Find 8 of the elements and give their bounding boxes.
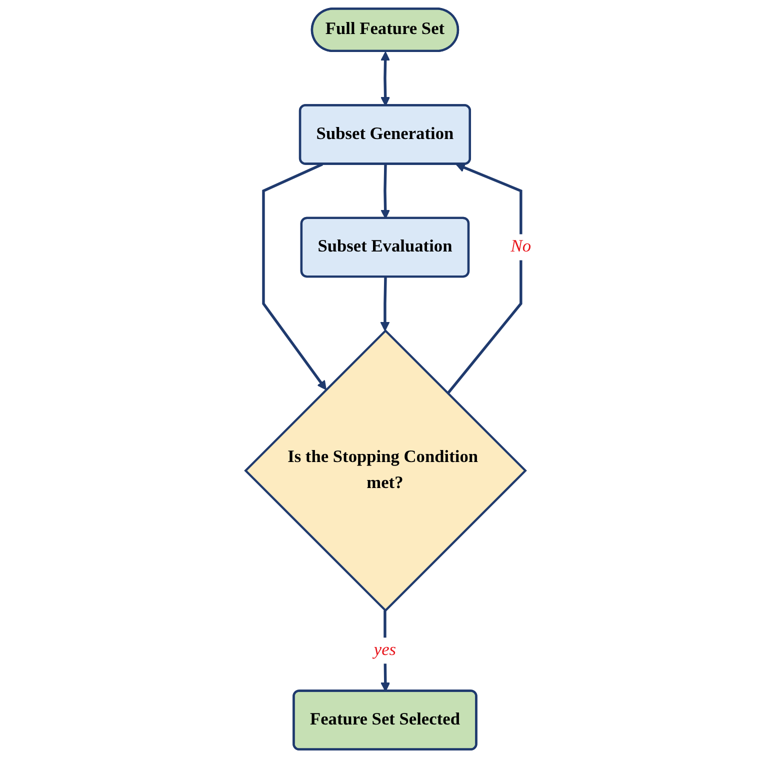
node-diamond: Is the Stopping Condition met? <box>244 329 527 612</box>
arrow <box>380 277 390 332</box>
arrow <box>446 163 522 394</box>
edge-label: No <box>510 237 532 256</box>
edge-label: yes <box>374 640 396 660</box>
arrow <box>262 163 326 390</box>
arrow <box>380 164 390 219</box>
arrow <box>380 52 390 106</box>
